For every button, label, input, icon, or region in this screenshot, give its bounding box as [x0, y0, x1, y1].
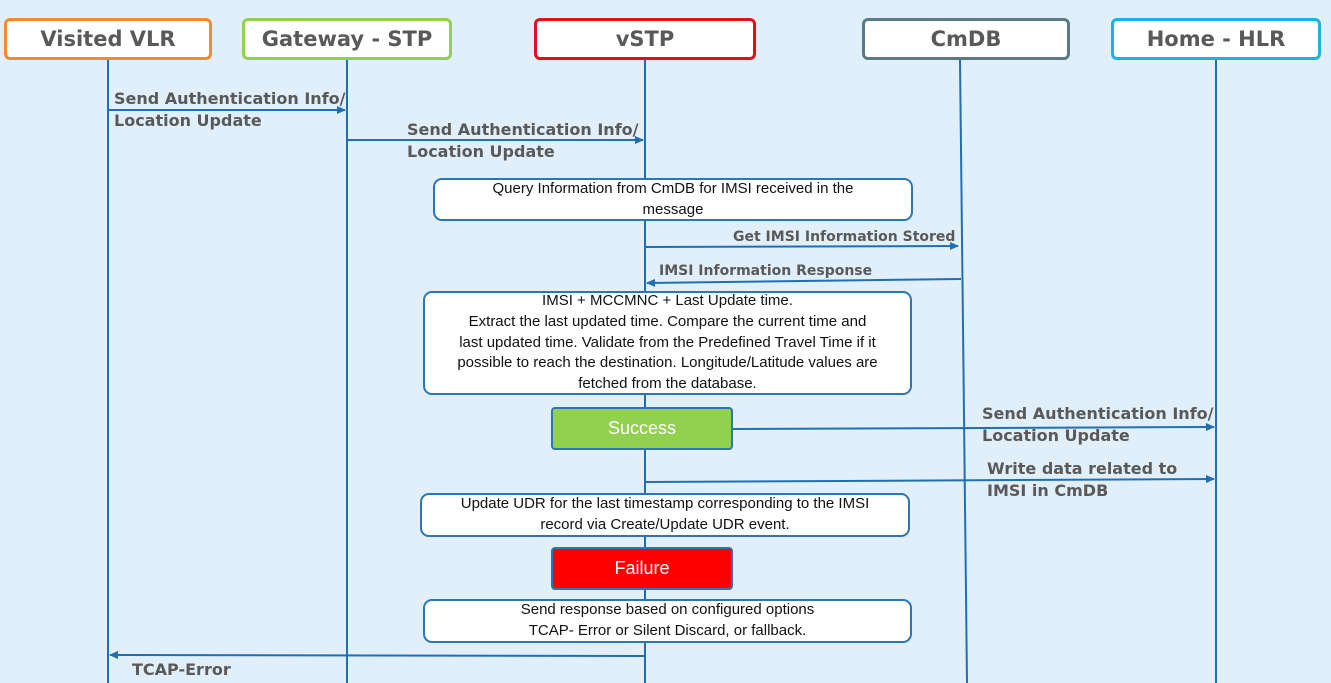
message-get-imsi: Get IMSI Information Stored: [733, 229, 956, 245]
note-query-cmdb: Query Information from CmDB for IMSI rec…: [433, 178, 913, 221]
message-sai-vlr-to-gateway: Send Authentication Info/ Location Updat…: [114, 88, 345, 131]
note-update-udr-text: Update UDR for the last timestamp corres…: [460, 495, 870, 533]
actor-home-hlr: Home - HLR: [1111, 18, 1321, 60]
imsi-response-arrow: [646, 278, 962, 287]
sai-vstp-to-hlr-arrow: [732, 423, 1215, 432]
message-imsi-response: IMSI Information Response: [659, 263, 873, 279]
actor-gateway-stp: Gateway - STP: [242, 18, 452, 60]
actor-visited-vlr: Visited VLR: [4, 18, 212, 60]
message-line: Location Update: [114, 110, 262, 130]
message-line: IMSI in CmDB: [987, 480, 1109, 500]
failure-label: Failure: [614, 558, 670, 578]
message-tcap-error: TCAP-Error: [132, 660, 231, 679]
note-extract-time-text: IMSI + MCCMNC + Last Update time. Extrac…: [457, 292, 878, 393]
actor-vstp-label: vSTP: [615, 27, 675, 51]
message-line: Location Update: [982, 425, 1130, 445]
note-update-udr: Update UDR for the last timestamp corres…: [420, 493, 910, 537]
message-line: Send Authentication Info/: [982, 404, 1214, 423]
get-imsi-arrow: [644, 242, 959, 251]
message-line: Send Authentication Info/: [114, 89, 346, 108]
actor-visited-vlr-label: Visited VLR: [40, 27, 176, 51]
actor-cmdb-label: CmDB: [930, 27, 1002, 51]
failure-status-box: Failure: [551, 547, 733, 590]
actor-home-hlr-label: Home - HLR: [1146, 27, 1286, 51]
write-data-arrow: [644, 475, 1215, 484]
note-send-response: Send response based on configured option…: [423, 599, 912, 643]
actor-vstp: vSTP: [534, 18, 756, 60]
note-query-cmdb-text: Query Information from CmDB for IMSI rec…: [492, 179, 854, 218]
message-write-data: Write data related to IMSI in CmDB: [987, 458, 1177, 501]
note-send-response-text: Send response based on configured option…: [520, 601, 815, 639]
tcap-error-arrow: [109, 651, 646, 660]
note-extract-time: IMSI + MCCMNC + Last Update time. Extrac…: [423, 291, 912, 395]
message-line: Location Update: [407, 141, 555, 161]
success-status-box: Success: [551, 407, 733, 450]
message-sai-vstp-to-hlr: Send Authentication Info/ Location Updat…: [982, 403, 1213, 446]
message-sai-gateway-to-vstp: Send Authentication Info/ Location Updat…: [407, 119, 638, 162]
actor-gateway-stp-label: Gateway - STP: [261, 27, 433, 51]
success-label: Success: [607, 418, 677, 438]
message-line: Write data related to: [987, 459, 1178, 478]
message-line: Send Authentication Info/: [407, 120, 639, 139]
actor-cmdb: CmDB: [862, 18, 1070, 60]
cmdb-lifeline: [959, 59, 968, 683]
